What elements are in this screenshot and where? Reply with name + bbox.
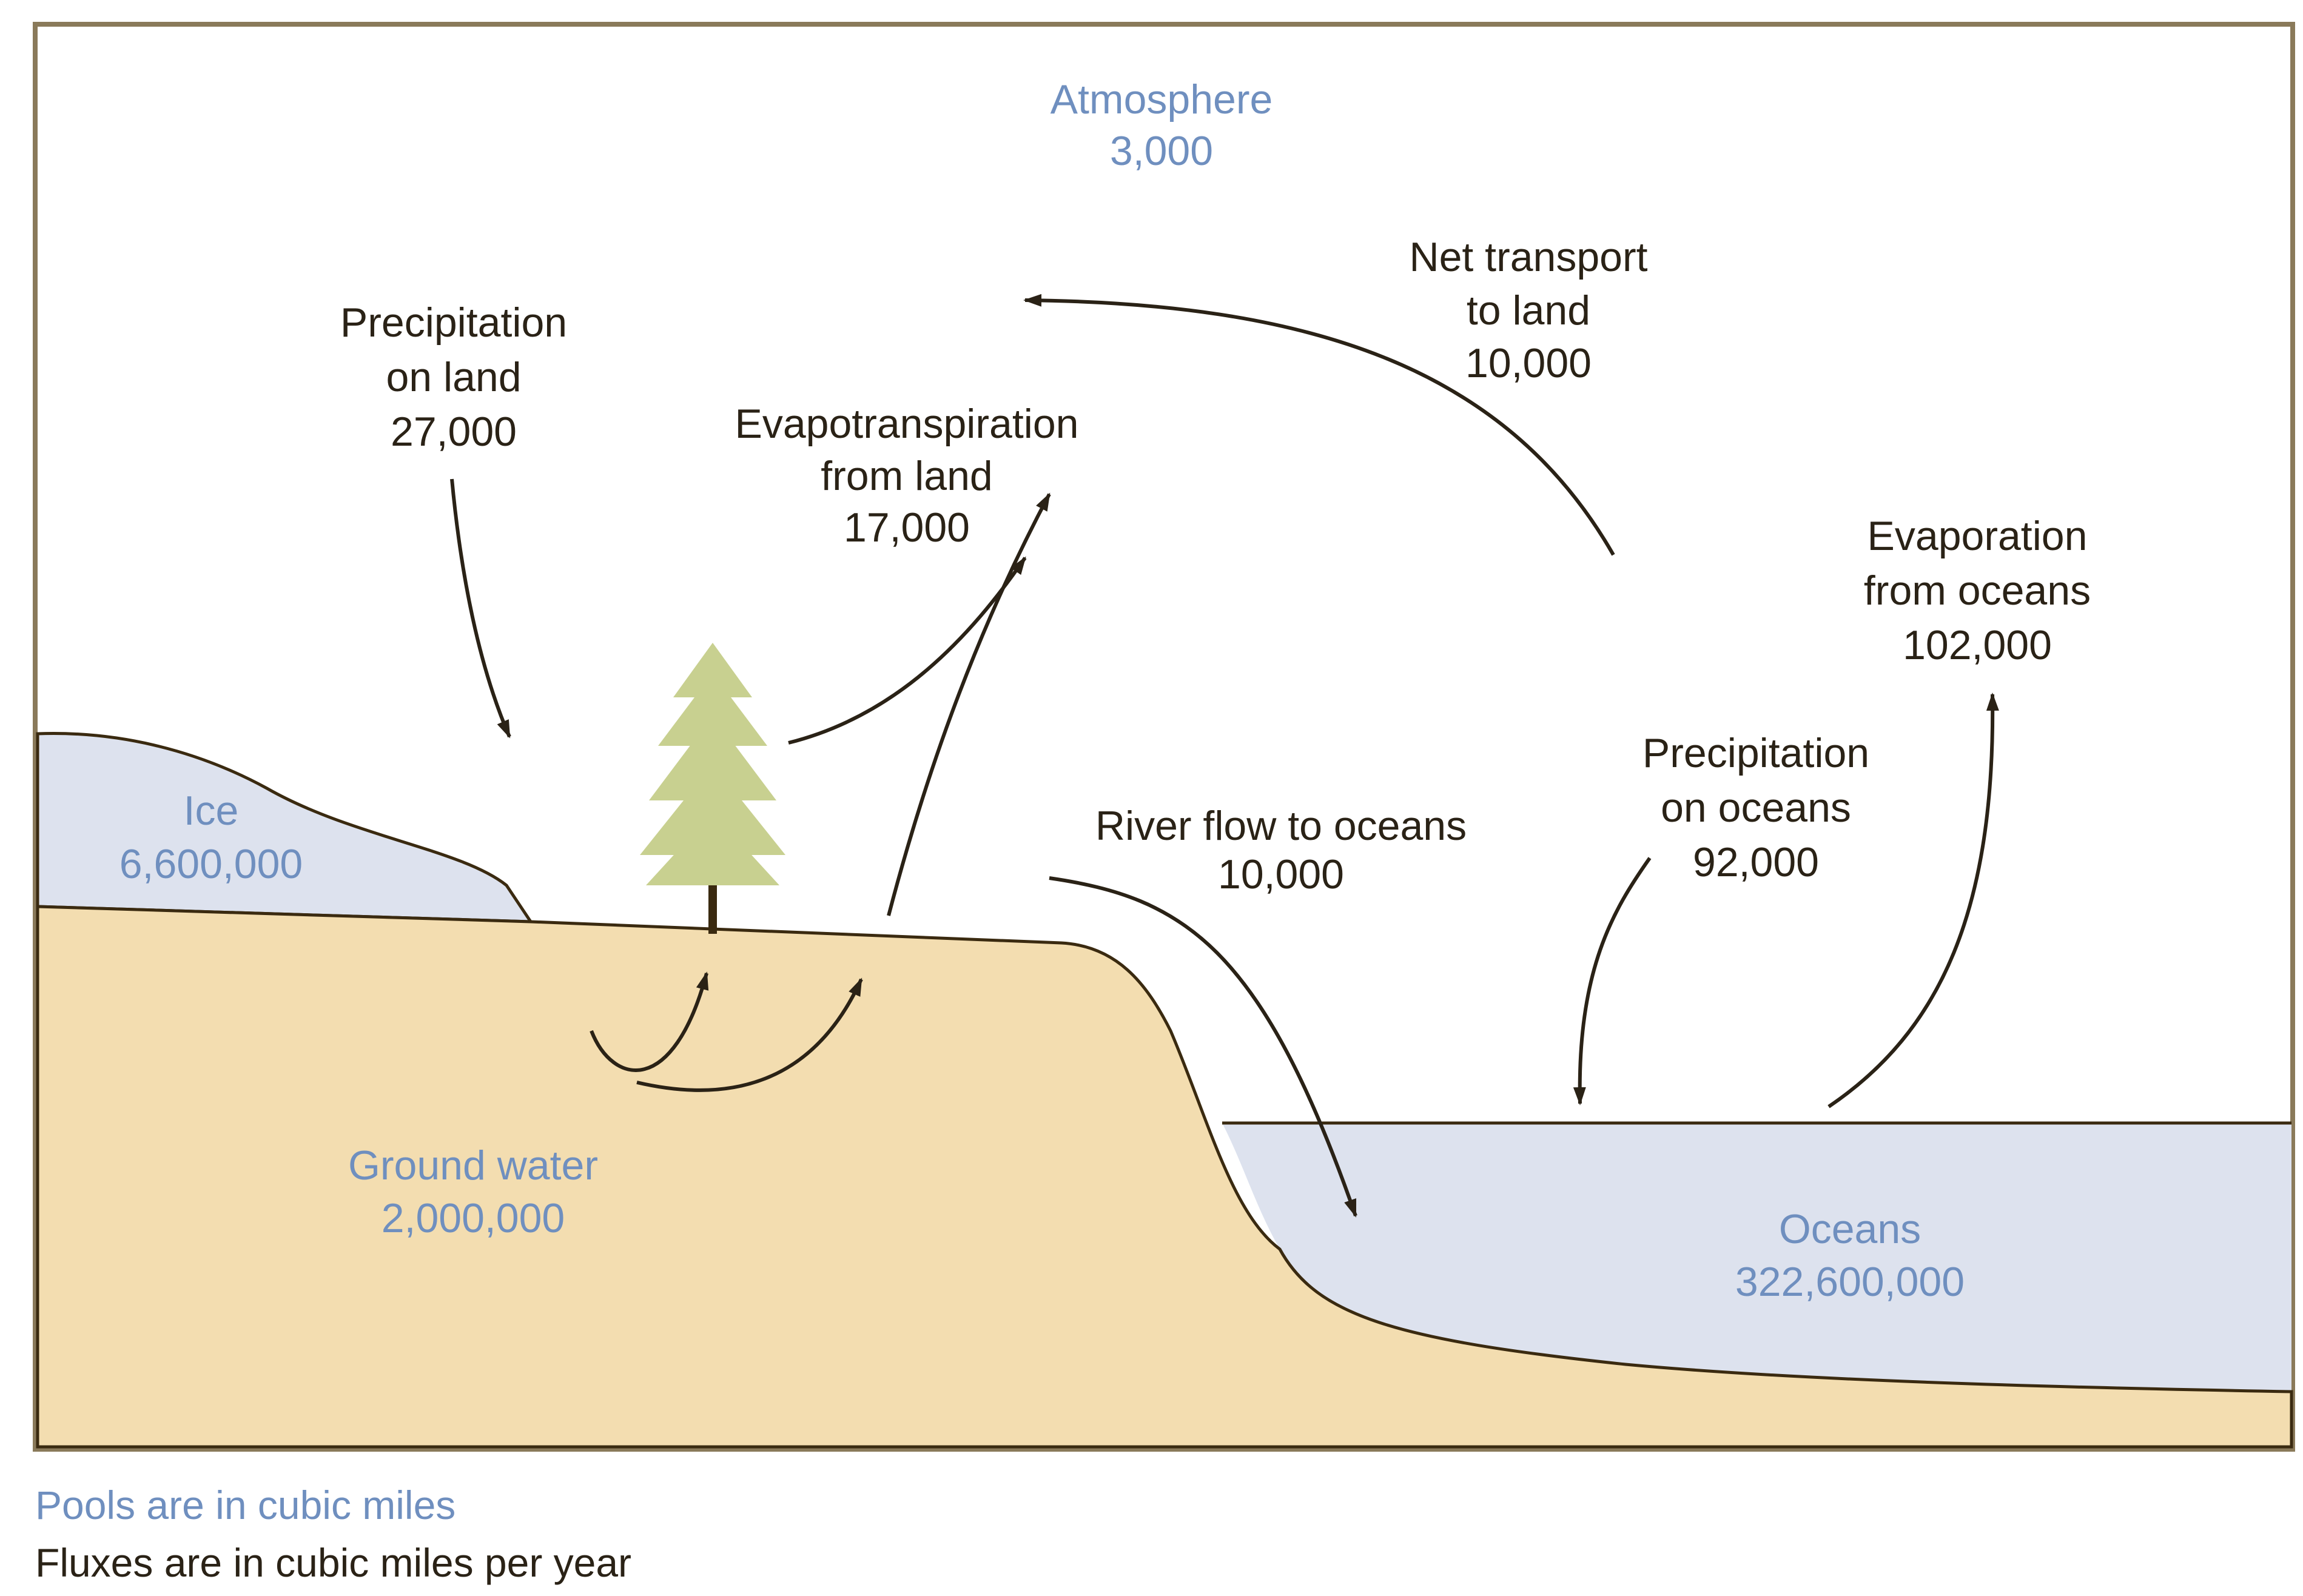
ground-water-value: 2,000,000 [382,1195,565,1241]
net-transport-line1: Net transport [1409,234,1647,280]
legend-pools-note: Pools are in cubic miles [35,1483,456,1527]
precip-land-value: 27,000 [391,409,517,455]
precip-oceans-line1: Precipitation [1642,730,1869,776]
oceans-label: Oceans [1779,1206,1921,1252]
precip-oceans-arrow [1573,857,1652,1105]
ice-label: Ice [184,788,239,834]
evapotranspiration-line2: from land [821,453,992,499]
groundwater-uptake-arrow-2 [636,977,863,1092]
evaporation-oceans-value: 102,000 [1903,622,2052,668]
evapotranspiration-value: 17,000 [844,505,970,551]
evaporation-oceans-arrow [1827,692,1999,1108]
land-evaporation-arrow [887,492,1051,916]
land-shape [36,905,2293,1449]
ice-value: 6,600,000 [119,841,303,887]
atmosphere-label: Atmosphere [1051,76,1273,122]
tree-icon [640,643,785,934]
river-flow-arrow [1049,876,1357,1218]
groundwater-uptake-arrow-1 [590,971,709,1072]
net-transport-arrow [1023,293,1615,556]
ground-water-label: Ground water [348,1142,598,1189]
oceans-value: 322,600,000 [1735,1259,1965,1305]
river-flow-value: 10,000 [1218,851,1344,897]
precip-oceans-line2: on oceans [1661,785,1851,831]
evaporation-oceans-line1: Evaporation [1868,513,2088,559]
precip-land-line1: Precipitation [340,300,567,346]
atmosphere-value: 3,000 [1110,128,1213,174]
legend-fluxes-note: Fluxes are in cubic miles per year [35,1540,631,1585]
precip-land-line2: on land [386,354,521,400]
evapotranspiration-line1: Evapotranspiration [735,401,1078,447]
evaporation-oceans-line2: from oceans [1864,568,2091,614]
net-transport-value: 10,000 [1465,340,1592,386]
net-transport-line2: to land [1467,287,1590,334]
precip-land-arrow [450,478,511,739]
river-flow-line1: River flow to oceans [1095,803,1467,849]
precip-oceans-value: 92,000 [1693,839,1819,885]
ocean-shape [1222,1123,2291,1392]
ice-shape [36,732,534,924]
